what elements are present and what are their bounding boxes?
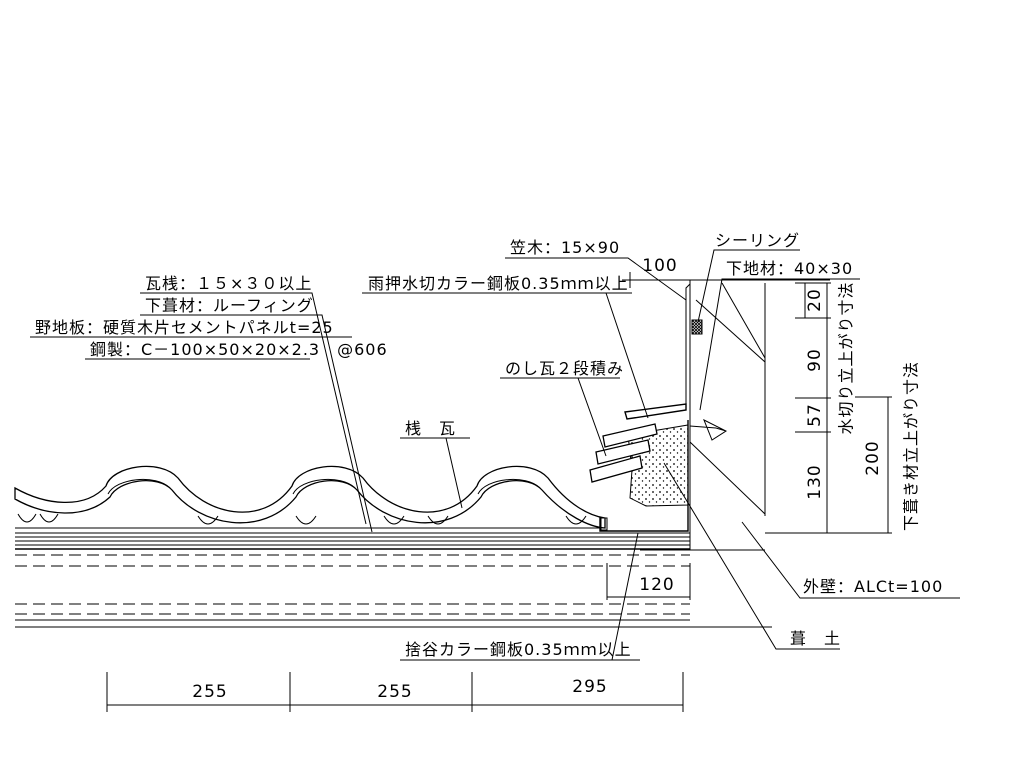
tile-lug xyxy=(197,515,219,525)
label-tile-batten: 瓦桟：１５×３０以上 xyxy=(145,274,312,293)
dim-flashing-rise-caption: 水切り立上がり寸法 xyxy=(837,281,856,434)
noshi-tile xyxy=(602,423,658,448)
label-sealing: シーリング xyxy=(715,231,800,250)
noshi-tile xyxy=(589,455,643,483)
tile-lug xyxy=(295,515,317,525)
dim-bottom-value: 255 xyxy=(377,682,412,702)
dim-rise-value: 57 xyxy=(805,403,825,427)
leader-shitaji xyxy=(699,278,860,411)
label-valley-flashing: 捨谷カラー鋼板0.35ｍｍ以上 xyxy=(405,640,632,659)
label-roof-tile: 桟 瓦 xyxy=(405,419,456,438)
dim-top-value: 100 xyxy=(642,256,677,276)
flashing xyxy=(599,283,728,532)
wall-section-line xyxy=(721,282,766,359)
rain-flashing xyxy=(624,403,687,420)
tile-hump-cap xyxy=(292,478,356,495)
label-steel-purlin: 鋼製：C－100×50×20×2.3 @606 xyxy=(90,340,388,359)
dim-rise-value: 20 xyxy=(805,288,825,312)
label-sheathing-board: 野地板：硬質木片セメントパネルt=25 xyxy=(35,318,334,337)
labels: 瓦桟：１５×３０以上 下葺材：ルーフィング 野地板：硬質木片セメントパネルt=2… xyxy=(35,231,943,659)
dim-bottom-value: 255 xyxy=(192,682,227,702)
tile-hump-cap xyxy=(477,478,541,495)
label-substrate: 下地材：40×30 xyxy=(726,259,853,278)
valley-flashing-edge xyxy=(600,517,608,531)
dim-valley-value: 120 xyxy=(639,575,674,595)
dimension-values: 100 20 90 57 130 水切り立上がり寸法 200 下葺き材立上がり寸… xyxy=(192,256,920,702)
leader-kawarasan xyxy=(140,292,367,525)
leader-gaiheki xyxy=(741,521,960,599)
leader-sangawara xyxy=(400,437,470,509)
roof-layers xyxy=(15,527,772,628)
tile-lug xyxy=(565,515,587,525)
dim-underlay-rise-value: 200 xyxy=(863,440,883,475)
tile-lug xyxy=(39,513,59,523)
exterior-wall xyxy=(640,280,766,551)
dim-underlay-rise-caption: 下葺き材立上がり寸法 xyxy=(902,361,921,531)
label-noshi-tiles: のし瓦２段積み xyxy=(505,359,624,378)
dimension-lines xyxy=(106,272,892,712)
leader-lines xyxy=(30,249,960,661)
dim-rise-value: 130 xyxy=(805,464,825,499)
label-coping: 笠木：15×90 xyxy=(510,238,620,257)
leader-noshi xyxy=(500,377,620,457)
tile-hump-cap xyxy=(107,478,171,495)
leader-shitabuki xyxy=(140,314,373,533)
tile-lug xyxy=(383,515,405,525)
leader-amaosae xyxy=(362,292,649,419)
label-roofing-mortar: 葺 土 xyxy=(790,629,841,648)
noshi-assembly xyxy=(589,423,689,507)
wall-section-line xyxy=(695,299,766,363)
dim-rise-value: 90 xyxy=(805,348,825,372)
tile-profile xyxy=(14,465,606,529)
tile-lug xyxy=(17,513,37,523)
label-underlayment: 下葺材：ルーフィング xyxy=(145,296,314,315)
leader-fukido xyxy=(663,462,840,650)
sealant xyxy=(691,319,703,335)
leader-kasagi xyxy=(505,257,687,301)
leader-sealing xyxy=(697,249,800,323)
valley-flashing xyxy=(599,420,689,532)
wall-section-line xyxy=(689,441,766,515)
tile-lug xyxy=(427,515,449,525)
dim-bottom-value: 295 xyxy=(572,677,607,697)
fastener xyxy=(689,418,728,441)
label-rain-flashing: 雨押水切カラー鋼板0.35ｍｍ以上 xyxy=(368,274,629,293)
label-exterior-wall: 外壁：ALCt=100 xyxy=(803,577,943,596)
noshi-tile xyxy=(595,439,651,465)
roof-tiles xyxy=(14,465,606,529)
rain-flashing-upstand xyxy=(685,283,691,404)
